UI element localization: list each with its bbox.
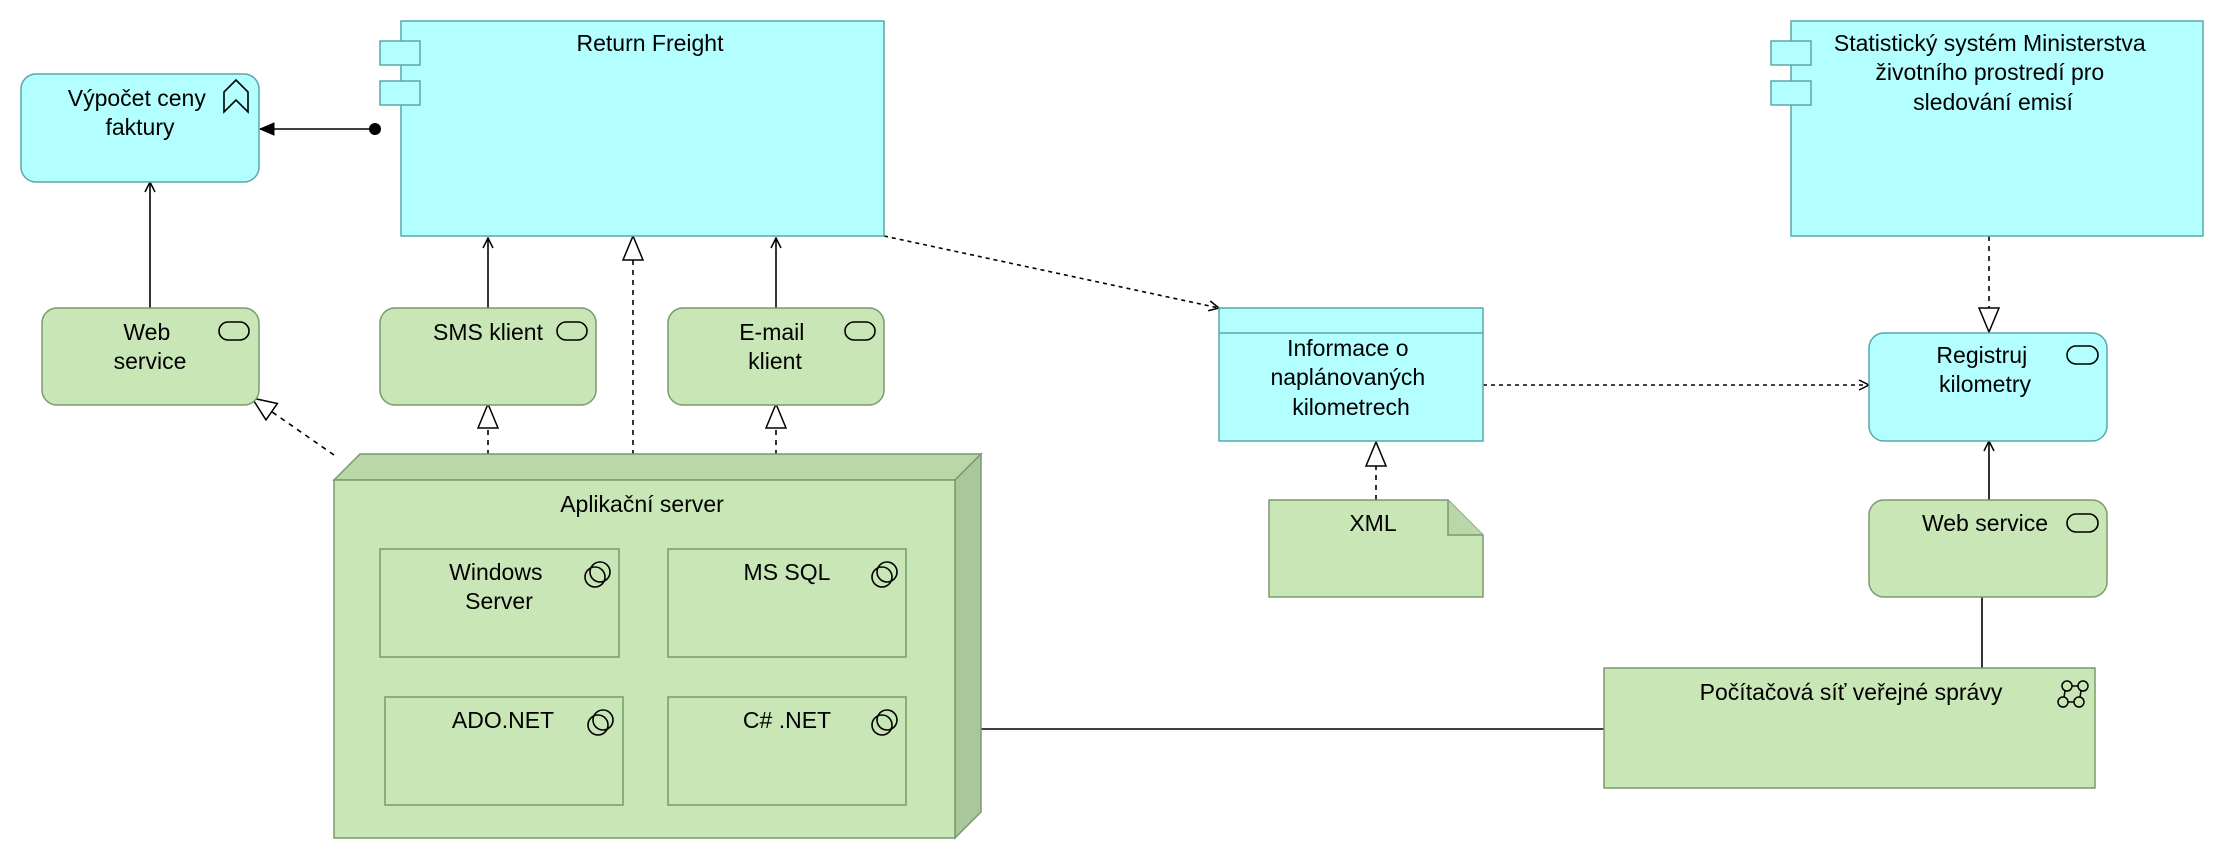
node-side-face [954,452,982,840]
service-icon [2066,345,2099,365]
element-box [384,696,624,806]
element-box [667,548,907,658]
label-line: Registruj [1936,342,2027,368]
element-label: Statistický systém Ministerstva životníh… [1834,30,2152,115]
label-line: MS SQL [744,559,831,585]
element-box [41,307,260,406]
element-box [1218,307,1484,442]
element-invoice-calculation[interactable]: Výpočet ceny faktury [20,73,260,183]
assignment-origin-dot [369,123,381,135]
interface-icon [844,321,876,341]
element-box [667,307,885,406]
label-line: Aplikační server [560,491,724,517]
element-register-kilometres[interactable]: Registruj kilometry [1868,332,2108,442]
element-label: E-mail klient [739,319,811,374]
element-label: Return Freight [576,30,724,56]
element-sms-client[interactable]: SMS klient [379,307,597,406]
connections [150,123,2001,730]
element-return-freight[interactable]: Return Freight [379,20,885,237]
label-line: E-mail [739,319,804,345]
element-box [20,73,260,183]
element-box [1790,20,2204,237]
element-label: Web service [1922,510,2048,536]
label-line: kilometry [1939,371,2032,397]
application-component-icon [1770,40,1812,106]
element-label: Registruj kilometry [1936,342,2033,397]
label-line: životního prostredí pro [1875,59,2104,85]
label-line: sledování emisí [1913,89,2073,115]
realization-server-to-web-service [250,396,335,456]
element-box [379,307,597,406]
element-planned-kilometres-data[interactable]: Informace o naplánovaných kilometrech [1218,307,1484,442]
system-software-icon [871,709,898,736]
interface-icon [556,321,588,341]
label-line: kilometrech [1292,394,1410,420]
element-box [379,548,620,658]
label-line: faktury [105,114,175,140]
node-top-face [332,453,983,481]
element-label: XML [1349,510,1397,536]
element-windows-server[interactable]: Windows Server [379,548,620,658]
element-ado-net[interactable]: ADO.NET [384,696,624,806]
element-box [667,696,907,806]
element-csharp-net[interactable]: C# .NET [667,696,907,806]
element-email-client[interactable]: E-mail klient [667,307,885,406]
element-label: SMS klient [433,319,544,345]
element-box [1868,332,2108,442]
label-line: Informace o [1287,335,1408,361]
element-label: Windows Server [449,559,549,614]
application-function-icon [223,78,249,114]
label-line: Statistický systém Ministerstva [1834,30,2146,56]
system-software-icon [587,709,614,736]
label-line: klient [748,348,802,374]
element-label: Informace o naplánovaných kilometrech [1270,335,1431,420]
label-line: ADO.NET [452,707,554,733]
interface-icon [218,321,250,341]
element-label: Výpočet ceny faktury [68,85,212,140]
element-public-admin-network[interactable]: Počítačová síť veřejné správy [1603,667,2096,789]
element-web-service-left[interactable]: Web service [41,307,260,406]
element-label: Aplikační server [560,491,724,517]
label-line: Počítačová síť veřejné správy [1700,679,2003,705]
label-line: Server [465,588,533,614]
label-line: service [114,348,187,374]
label-line: Web service [1922,510,2048,536]
label-line: C# .NET [743,707,831,733]
element-box [1603,667,2096,789]
label-line: Výpočet ceny [68,85,207,111]
communication-network-icon [2057,680,2089,708]
label-line: SMS klient [433,319,544,345]
element-label: Počítačová síť veřejné správy [1700,679,2003,705]
system-software-icon [871,561,898,588]
label-line: Return Freight [576,30,724,56]
element-label: ADO.NET [452,707,554,733]
element-ms-sql[interactable]: MS SQL [667,548,907,658]
element-label: MS SQL [744,559,831,585]
artifact-icon [1447,500,1483,536]
label-line: naplánovaných [1270,364,1425,390]
application-component-icon [379,40,421,106]
element-web-service-right[interactable]: Web service [1868,499,2108,598]
element-label: Web service [114,319,187,374]
element-box [1868,499,2108,598]
interface-icon [2066,513,2099,533]
label-line: Web [123,319,170,345]
label-line: Windows [449,559,542,585]
artifact-shape [1268,499,1484,598]
element-label: C# .NET [743,707,831,733]
element-statistical-system[interactable]: Statistický systém Ministerstva životníh… [1770,20,2204,237]
element-xml-artifact[interactable]: XML [1268,499,1484,598]
access-return-freight-to-data [883,235,1219,308]
label-line: XML [1349,510,1397,536]
system-software-icon [584,561,611,588]
element-box [400,20,885,237]
